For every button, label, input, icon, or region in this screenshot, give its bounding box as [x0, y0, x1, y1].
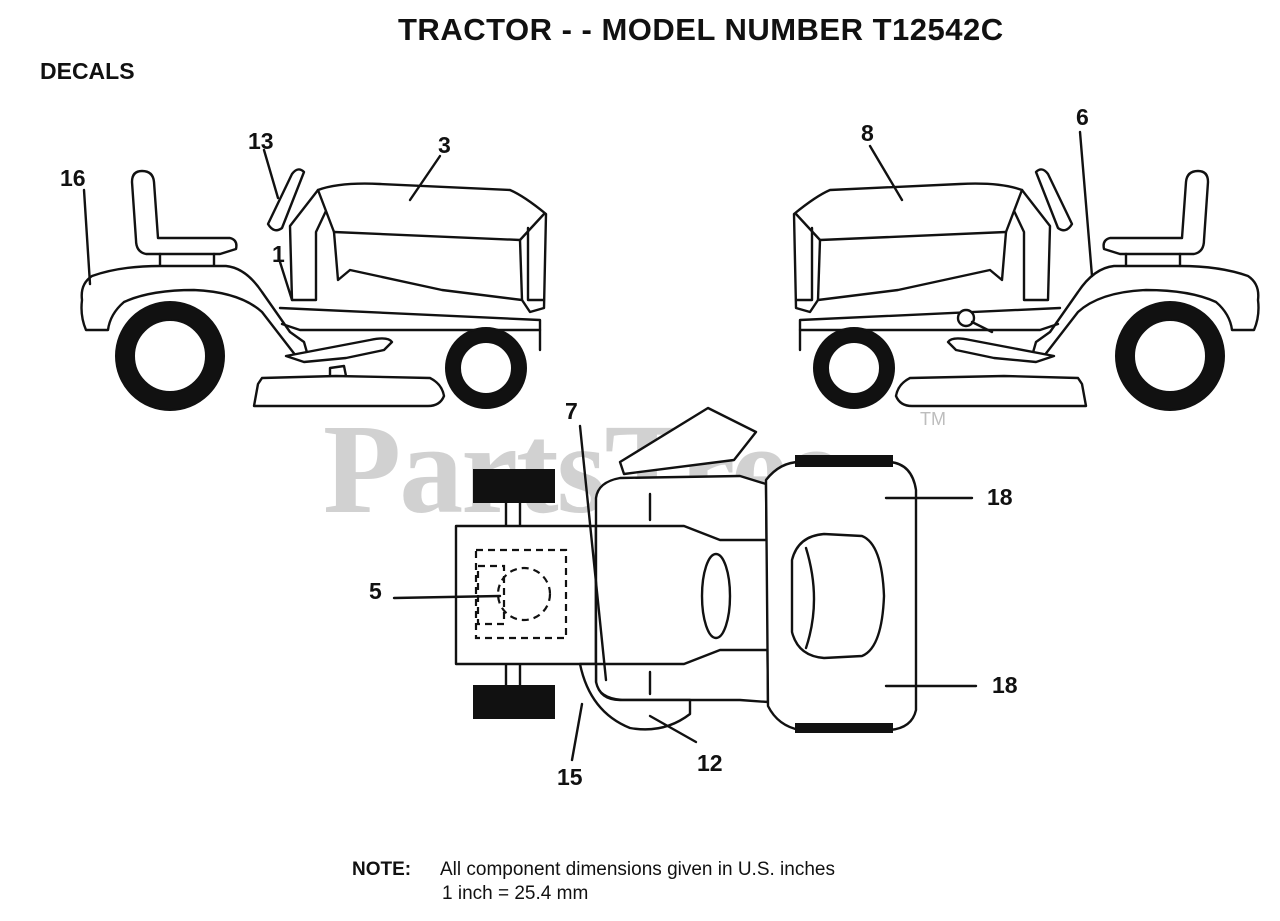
seat — [130, 169, 238, 256]
callout-13: 13 — [248, 128, 274, 154]
hood — [316, 182, 548, 314]
rear-tire-bottom — [473, 685, 555, 719]
callout-3: 3 — [438, 132, 451, 158]
watermark-trademark: TM — [920, 409, 946, 429]
steering-wheel — [266, 168, 306, 232]
tractor-top-view — [392, 406, 978, 762]
callout-18-lower: 18 — [992, 672, 1018, 698]
dimensions-note: NOTE: All component dimensions given in U… — [352, 858, 835, 906]
tractor-right-side-view — [792, 168, 1260, 411]
callout-15: 15 — [557, 764, 583, 790]
rear-fender — [80, 264, 310, 358]
section-heading: DECALS — [40, 58, 135, 84]
note-line-2: 1 inch = 25.4 mm — [442, 883, 589, 904]
callout-7: 7 — [565, 398, 578, 424]
note-line-1: All component dimensions given in U.S. i… — [440, 859, 835, 880]
mower-deck — [252, 374, 446, 408]
callout-18-upper: 18 — [987, 484, 1013, 510]
callout-6: 6 — [1076, 104, 1089, 130]
diagram-title: TRACTOR - - MODEL NUMBER T12542C — [398, 12, 1004, 47]
rear-tire-top — [473, 469, 555, 503]
callout-16: 16 — [60, 165, 86, 191]
tractor-left-side-view — [80, 148, 548, 411]
callout-12: 12 — [697, 750, 723, 776]
callout-5: 5 — [369, 578, 382, 604]
note-label: NOTE: — [352, 859, 412, 880]
callout-1: 1 — [272, 241, 285, 267]
callout-8: 8 — [861, 120, 874, 146]
